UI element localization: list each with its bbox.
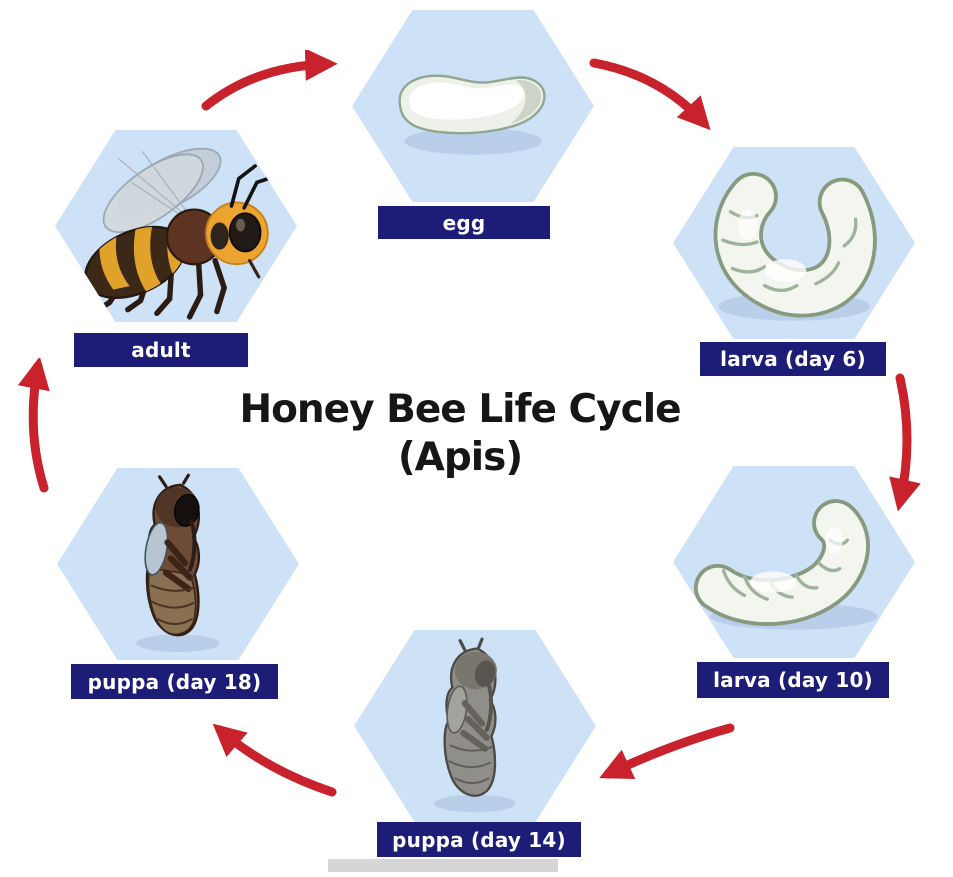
- stage-label-adult: adult: [74, 333, 248, 367]
- pupa-day-18-illustration: [136, 473, 220, 652]
- stage-label-larva-day-10-text: larva (day 10): [713, 668, 873, 692]
- footer-strip: [328, 859, 558, 872]
- arrow-egg-to-larva-day-6-icon: [589, 58, 711, 131]
- stage-hexagon-larva-day-6: [673, 147, 915, 339]
- stage-label-puppa-day-18: puppa (day 18): [71, 664, 278, 699]
- arrow-puppa-day-14-to-puppa-day-18-icon: [212, 723, 337, 797]
- diagram-title: Honey Bee Life Cycle (Apis): [180, 386, 740, 481]
- stage-label-larva-day-6-text: larva (day 6): [720, 347, 866, 371]
- stage-label-puppa-day-14: puppa (day 14): [377, 822, 581, 857]
- stage-label-larva-day-10: larva (day 10): [697, 662, 889, 698]
- larva-day-10-illustration: [693, 499, 878, 630]
- arrow-adult-to-egg-icon: [201, 50, 338, 111]
- stage-label-adult-text: adult: [131, 338, 191, 362]
- arrow-larva-day-6-to-larva-day-10-icon: [889, 373, 921, 512]
- pupa-day-14-illustration: [434, 637, 516, 813]
- stage-hexagon-egg: [352, 10, 594, 202]
- egg-illustration: [398, 74, 546, 155]
- adult-bee-illustration: [84, 147, 281, 320]
- title-line-2: (Apis): [397, 434, 523, 480]
- stage-hexagon-adult: [55, 130, 297, 322]
- stage-hexagon-puppa-day-18: [57, 468, 299, 660]
- stage-hexagon-puppa-day-14: [354, 630, 596, 822]
- stage-label-egg: egg: [378, 206, 550, 239]
- stage-hexagon-larva-day-10: [673, 466, 915, 658]
- stage-label-larva-day-6: larva (day 6): [700, 342, 886, 376]
- title-line-1: Honey Bee Life Cycle: [239, 387, 681, 432]
- stage-label-egg-text: egg: [442, 210, 486, 235]
- larva-day-6-illustration: [713, 171, 877, 321]
- arrow-larva-day-10-to-puppa-day-14-icon: [599, 723, 735, 780]
- stage-label-puppa-day-18-text: puppa (day 18): [87, 669, 262, 694]
- stage-label-puppa-day-14-text: puppa (day 14): [392, 827, 566, 852]
- arrow-puppa-day-18-to-adult-icon: [18, 358, 50, 493]
